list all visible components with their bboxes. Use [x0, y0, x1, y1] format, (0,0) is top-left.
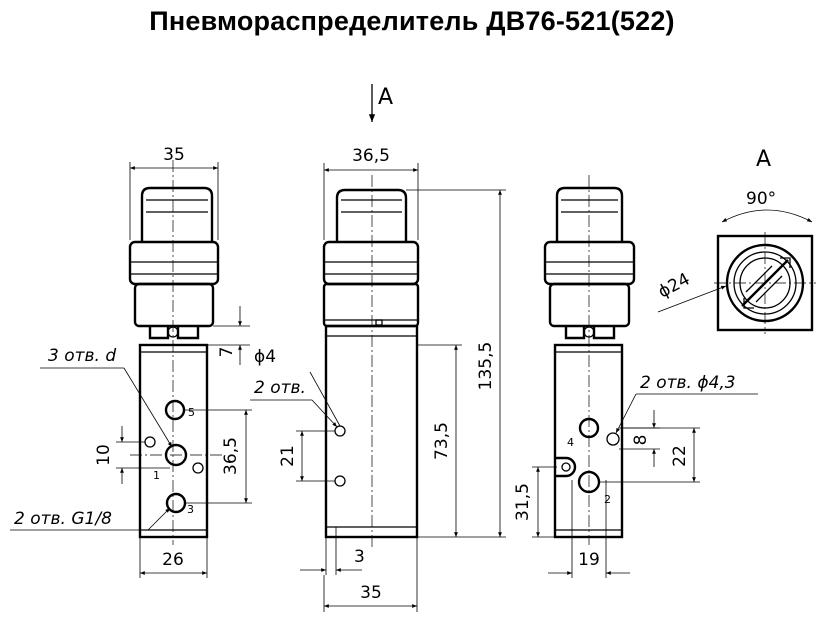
- port-4-label: 4: [567, 436, 574, 449]
- mid-valve-body: [324, 324, 419, 539]
- note-two-holes-g: 2 отв. G1/8: [14, 509, 112, 529]
- mid-knob-ring: [322, 240, 420, 286]
- view-a: А 90° ϕ24: [655, 147, 816, 334]
- dim-mid-bottom-width: 35: [360, 583, 382, 603]
- middle-view: А 36,5 135,5 73,5 21: [250, 84, 506, 612]
- view-a-label: А: [756, 147, 771, 172]
- dim-right-spacing: 22: [670, 445, 690, 467]
- dim-right-height: 31,5: [513, 483, 533, 521]
- note-two-holes-d43: 2 отв. ϕ4,3: [640, 373, 736, 393]
- left-knob-cap: [140, 186, 214, 242]
- port-2-label: 2: [604, 493, 611, 506]
- left-view: 5 1 3 35 26 10 36,5 7 3 отв. d: [10, 145, 252, 578]
- right-side-boss: [555, 456, 577, 478]
- dim-right-bottom: 19: [578, 550, 600, 570]
- dim-left-height: 36,5: [221, 437, 241, 475]
- right-knob-cap: [555, 186, 624, 242]
- note-three-holes: 3 отв. d: [48, 346, 116, 366]
- left-cap-base: [133, 282, 215, 328]
- port-5-label: 5: [188, 406, 195, 419]
- mid-hole-bottom: [334, 475, 346, 487]
- port-1-label: 1: [153, 469, 160, 482]
- dim-mid-hole-spacing: 21: [278, 445, 298, 467]
- right-cap-base: [548, 282, 631, 328]
- left-valve-body: [138, 343, 209, 539]
- dim-knob-diam: ϕ24: [655, 269, 693, 302]
- view-label-top: А: [378, 85, 393, 110]
- left-knob-ring: [128, 240, 220, 286]
- dim-mid-width: 36,5: [352, 146, 390, 166]
- angle-label: 90°: [746, 189, 776, 209]
- dim-mid-three: 3: [354, 547, 365, 567]
- note-two-holes: 2 отв.: [254, 378, 306, 398]
- page-title: Пневмораспределитель ДВ76-521(522): [149, 6, 675, 36]
- port-5-hole: [164, 399, 186, 421]
- right-valve-body: [553, 343, 624, 539]
- port-3-hole: [165, 492, 187, 514]
- dim-left-seven: 7: [217, 347, 237, 358]
- dim-left-hole-spacing: 10: [94, 444, 114, 466]
- dim-left-width: 35: [163, 145, 185, 165]
- dim-left-bottom: 26: [162, 550, 184, 570]
- dim-mid-total-height: 135,5: [476, 342, 496, 391]
- dim-right-eight: 8: [631, 435, 651, 446]
- right-knob-ring: [543, 240, 636, 286]
- dim-mid-body-height: 73,5: [432, 422, 452, 460]
- dim-mid-hole-diam: ϕ4: [254, 347, 276, 367]
- mid-hole-top: [334, 425, 346, 437]
- port-3-label: 3: [187, 503, 194, 516]
- mid-knob-cap: [335, 188, 408, 242]
- right-view: 4 2 2 отв. ϕ4,3 8 22 31,5 19: [513, 175, 758, 578]
